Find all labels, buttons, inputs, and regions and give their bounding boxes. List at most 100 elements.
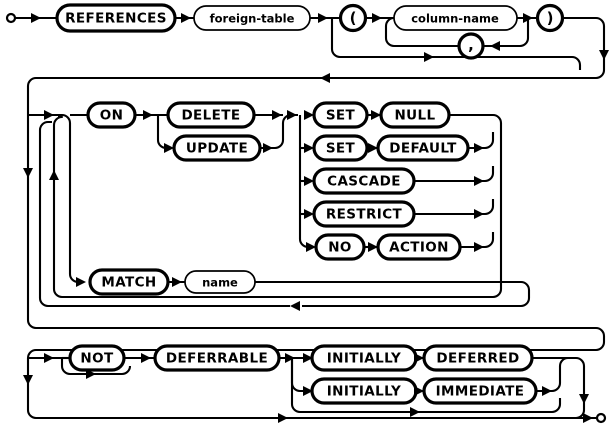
node-no[interactable]: NO <box>314 233 366 261</box>
node-default-label: DEFAULT <box>389 141 457 157</box>
rail-wrap-row2-row3 <box>26 341 606 366</box>
node-initially-deferred[interactable]: INITIALLY <box>310 344 418 372</box>
arrow-to-update <box>164 143 174 153</box>
arrow-wrap1-down <box>599 50 609 60</box>
rail-row2-exit-left2 <box>38 290 290 308</box>
arrow-to-initially-1 <box>303 353 313 363</box>
arrow-no-out <box>368 242 378 252</box>
rail-initially-fanout <box>290 358 312 393</box>
rail-action-merge <box>460 232 495 249</box>
node-default[interactable]: DEFAULT <box>376 134 470 162</box>
arrow-row3-bypass-right <box>278 413 288 423</box>
node-match[interactable]: MATCH <box>88 268 170 296</box>
rail-comma-loop-left <box>384 16 459 48</box>
node-left-paren-label: ( <box>350 9 357 27</box>
node-immediate-label: IMMEDIATE <box>436 384 525 400</box>
node-delete-label: DELETE <box>181 108 240 124</box>
arrow-not-bypass <box>86 369 96 379</box>
node-null-label: NULL <box>394 108 435 124</box>
node-on[interactable]: ON <box>86 101 137 129</box>
arrow-row2-to-match <box>76 277 86 287</box>
arrow-match-out <box>172 277 182 287</box>
arrow-set2-out <box>368 143 378 153</box>
arrow-to-noaction <box>306 242 316 252</box>
rail-not-bypass <box>60 358 132 376</box>
rail-initially-bypass <box>290 358 562 414</box>
rail-restrict-merge <box>414 199 495 216</box>
node-cascade[interactable]: CASCADE <box>312 167 416 195</box>
node-initially-immediate[interactable]: INITIALLY <box>310 377 418 405</box>
node-immediate[interactable]: IMMEDIATE <box>422 377 538 405</box>
arrow-initially-bypass <box>410 407 420 417</box>
node-deferrable[interactable]: DEFERRABLE <box>153 344 281 372</box>
rail-null-merge <box>449 113 503 289</box>
node-action[interactable]: ACTION <box>376 233 462 261</box>
node-initially-1-label: INITIALLY <box>327 351 402 367</box>
arrow-ref-out <box>181 13 191 23</box>
arrow-immediate-merge <box>542 386 552 396</box>
arrow-end <box>583 413 593 423</box>
node-deferred[interactable]: DEFERRED <box>422 344 534 372</box>
arrow-lparen-out <box>372 13 382 23</box>
rail-match-exit <box>255 280 531 298</box>
arrow-row2-bypass-down <box>23 168 33 178</box>
node-deferrable-label: DEFERRABLE <box>166 351 268 367</box>
node-no-label: NO <box>328 240 352 256</box>
node-name-label: name <box>202 276 238 290</box>
node-comma[interactable]: , <box>457 32 485 60</box>
rail-default-merge <box>468 132 495 150</box>
rail-cascade-merge <box>414 166 495 183</box>
node-not-label: NOT <box>80 351 114 367</box>
start-marker <box>5 12 57 24</box>
node-set-default[interactable]: SET <box>312 134 369 162</box>
node-null[interactable]: NULL <box>379 101 451 129</box>
node-not[interactable]: NOT <box>68 344 126 372</box>
arrow-to-setnull <box>304 110 314 120</box>
rail-row2-choice-down <box>58 113 82 284</box>
arrow-comma-loop <box>490 41 500 51</box>
arrow-wrap-row1-row2 <box>320 73 330 83</box>
node-foreign-table[interactable]: foreign-table <box>193 5 311 31</box>
rail-on-branch-return <box>52 115 503 299</box>
arrow-set1-out <box>371 110 381 120</box>
arrow-default-merge <box>474 143 484 153</box>
arrow-initially2-out <box>414 386 424 396</box>
node-set-1-label: SET <box>326 108 356 124</box>
node-restrict[interactable]: RESTRICT <box>312 200 416 228</box>
arrow-final-down <box>579 394 589 404</box>
arrow-row3-entry <box>44 353 54 363</box>
node-column-name[interactable]: column-name <box>393 5 518 31</box>
rail-row3-final-merge <box>558 356 586 420</box>
rail-row2-group-bottom <box>26 319 556 330</box>
rail-comma-loop-right <box>484 18 530 48</box>
arrow-row3-bypass-down <box>23 375 33 385</box>
rail-row2-exit-left <box>302 297 531 308</box>
node-right-paren[interactable]: ) <box>535 3 565 33</box>
arrow-cascade-merge <box>474 176 484 186</box>
arrow-delete-merge <box>272 110 282 120</box>
node-set-null[interactable]: SET <box>312 101 369 129</box>
node-update-label: UPDATE <box>186 141 248 157</box>
node-right-paren-label: ) <box>547 9 554 27</box>
node-delete[interactable]: DELETE <box>166 101 256 129</box>
arrow-on-branch-return-up <box>49 170 59 180</box>
rail-immediate-merge <box>536 375 562 393</box>
rail-row3-group-bypass <box>26 366 560 420</box>
node-name[interactable]: name <box>184 270 256 294</box>
node-deferred-label: DEFERRED <box>436 351 519 367</box>
node-update[interactable]: UPDATE <box>172 134 262 162</box>
end-marker <box>595 412 607 424</box>
node-match-label: MATCH <box>101 275 156 291</box>
arrow-foreigntable-out <box>318 13 328 23</box>
node-column-name-label: column-name <box>411 12 499 26</box>
node-left-paren[interactable]: ( <box>338 3 368 33</box>
arrow-not-out <box>141 353 151 363</box>
rail-paren-bypass <box>330 18 560 59</box>
node-restrict-label: RESTRICT <box>326 207 403 223</box>
arrow-action-merge <box>474 242 484 252</box>
node-references[interactable]: REFERENCES <box>55 3 177 33</box>
node-action-label: ACTION <box>389 240 449 256</box>
arrow-row2-entry <box>44 110 54 120</box>
